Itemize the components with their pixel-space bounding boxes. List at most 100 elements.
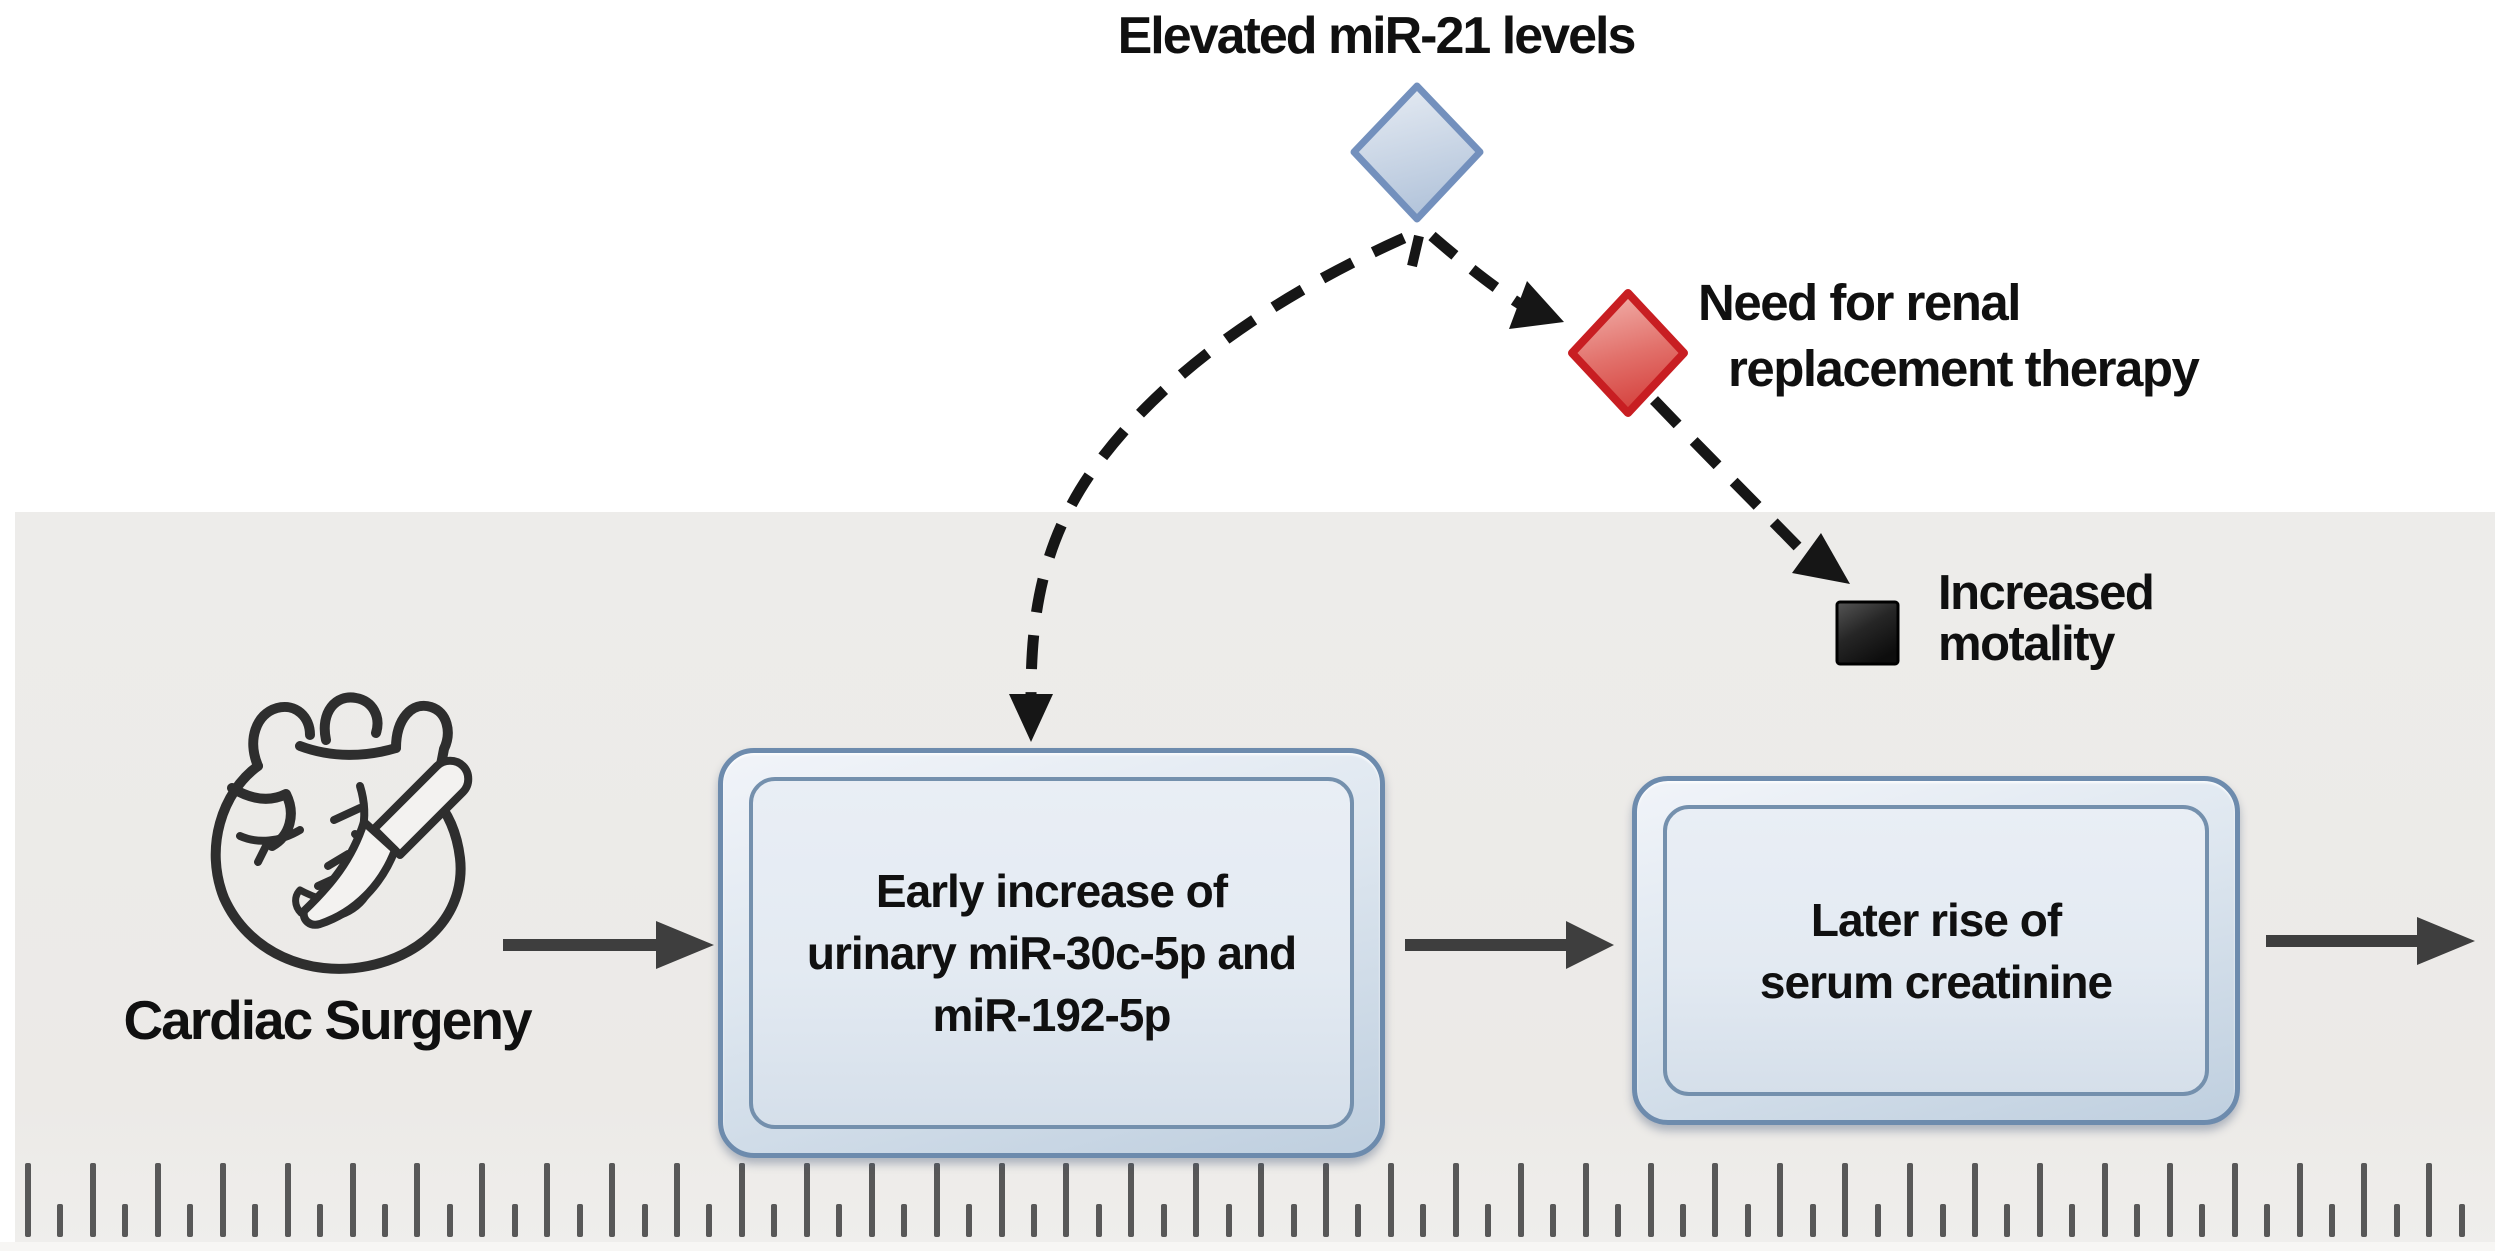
ruler-tick xyxy=(2069,1204,2076,1237)
ruler-tick xyxy=(1907,1163,1914,1237)
box1-line2: urinary miR-30c-5p and xyxy=(806,927,1297,979)
ruler-tick xyxy=(154,1163,161,1237)
arrow-cardiac-to-box1 xyxy=(503,921,714,969)
ruler-tick xyxy=(1387,1163,1394,1237)
ruler-tick xyxy=(2361,1163,2368,1237)
ruler-tick xyxy=(706,1204,713,1237)
black-square-marker xyxy=(1835,600,1900,666)
ruler-tick xyxy=(284,1163,291,1237)
red-diamond-marker xyxy=(1568,289,1688,417)
ruler-tick xyxy=(1030,1204,1037,1237)
ruler-tick xyxy=(2264,1204,2271,1237)
ruler-tick xyxy=(2328,1204,2335,1237)
ruler-tick xyxy=(122,1204,129,1237)
ruler-tick xyxy=(1679,1204,1686,1237)
ruler-tick xyxy=(1582,1163,1589,1237)
ruler-tick xyxy=(1615,1204,1622,1237)
ruler-tick xyxy=(641,1204,648,1237)
ruler-tick xyxy=(2296,1163,2303,1237)
ruler-tick xyxy=(2458,1204,2465,1237)
mir21-label: Elevated miR-21 levels xyxy=(1117,7,1637,65)
ruler-tick xyxy=(998,1163,1005,1237)
early-mirna-box-inner: Early increase of urinary miR-30c-5p and… xyxy=(749,777,1354,1129)
ruler-tick xyxy=(1290,1204,1297,1237)
ruler-tick xyxy=(1517,1163,1524,1237)
ruler-tick xyxy=(2036,1163,2043,1237)
ruler-tick xyxy=(1258,1163,1265,1237)
rrt-label-line1: Need for renal xyxy=(1698,274,2021,331)
ruler-tick xyxy=(544,1163,551,1237)
mortality-label-line2: motality xyxy=(1938,617,2115,671)
ruler-tick xyxy=(1647,1163,1654,1237)
arrow-box1-to-box2 xyxy=(1405,921,1614,969)
ruler-tick xyxy=(1874,1204,1881,1237)
ruler-tick xyxy=(57,1204,64,1237)
diamond-tail-dash xyxy=(1407,234,1424,268)
arrow-box2-to-edge xyxy=(2266,917,2475,965)
ruler-tick xyxy=(836,1204,843,1237)
box2-line2: serum creatinine xyxy=(1759,955,2113,1008)
ruler-tick xyxy=(511,1204,518,1237)
ruler-tick xyxy=(25,1163,31,1237)
ruler-tick xyxy=(89,1163,96,1237)
ruler-tick xyxy=(738,1163,745,1237)
ruler-tick xyxy=(2231,1163,2238,1237)
ruler-tick xyxy=(1809,1204,1816,1237)
ruler-tick xyxy=(1095,1204,1102,1237)
ruler-tick xyxy=(252,1204,259,1237)
cardiac-surgery-label: Cardiac Surgeny xyxy=(123,989,532,1051)
ruler-tick xyxy=(2134,1204,2141,1237)
box1-line1: Early increase of xyxy=(875,865,1228,917)
ruler-tick xyxy=(2166,1163,2173,1237)
scalpel-icon xyxy=(299,756,473,929)
ruler-tick xyxy=(1972,1163,1978,1237)
rrt-label: Need for renal replacement therapy xyxy=(1698,270,2200,402)
rrt-label-line2: replacement therapy xyxy=(1728,340,2200,397)
ruler-tick xyxy=(479,1163,486,1237)
dashed-arrow-mir21-to-rrt xyxy=(1428,231,1523,309)
ruler-tick xyxy=(1063,1163,1070,1237)
ruler-tick xyxy=(317,1204,324,1237)
ruler-tick xyxy=(2426,1163,2433,1237)
early-mirna-box: Early increase of urinary miR-30c-5p and… xyxy=(718,748,1385,1158)
ruler-tick xyxy=(1777,1163,1784,1237)
ruler-tick xyxy=(446,1204,453,1237)
arrowhead-to-black-square xyxy=(1792,533,1850,584)
dashed-arrow-rrt-to-mortality xyxy=(1650,396,1804,553)
ruler-tick xyxy=(803,1163,810,1237)
box2-line1: Later rise of xyxy=(1810,893,2062,946)
ruler-tick xyxy=(901,1204,908,1237)
ruler-tick xyxy=(1193,1163,1200,1237)
ruler-tick xyxy=(933,1163,940,1237)
arrowhead-to-red-diamond xyxy=(1509,281,1564,329)
ruler-tick xyxy=(674,1163,680,1237)
ruler-tick xyxy=(1225,1204,1232,1237)
ruler-tick xyxy=(1842,1163,1849,1237)
blue-diamond-marker xyxy=(1350,82,1484,223)
ruler-tick xyxy=(187,1204,194,1237)
ruler-tick xyxy=(2199,1204,2206,1237)
ruler-tick xyxy=(1939,1204,1946,1237)
ruler-tick xyxy=(381,1204,388,1237)
heart-scalpel-icon xyxy=(210,692,473,974)
ruler-tick xyxy=(2101,1163,2108,1237)
ruler-tick xyxy=(609,1163,616,1237)
ruler-tick xyxy=(349,1163,356,1237)
ruler-tick xyxy=(868,1163,875,1237)
ruler-tick xyxy=(2004,1204,2011,1237)
ruler-tick xyxy=(1420,1204,1427,1237)
arrowhead-down-into-box1 xyxy=(1009,694,1053,742)
ruler-tick xyxy=(219,1163,226,1237)
ruler-tick xyxy=(1452,1163,1459,1237)
ruler-tick xyxy=(1160,1204,1167,1237)
ruler-tick xyxy=(966,1204,973,1237)
ruler-tick xyxy=(576,1204,583,1237)
ruler-tick xyxy=(1744,1204,1751,1237)
ruler-tick xyxy=(1550,1204,1557,1237)
mortality-label: Increased motality xyxy=(1938,568,2155,671)
ruler-tick xyxy=(1355,1204,1362,1237)
ruler-tick xyxy=(1485,1204,1492,1237)
ruler-tick xyxy=(1323,1163,1329,1237)
